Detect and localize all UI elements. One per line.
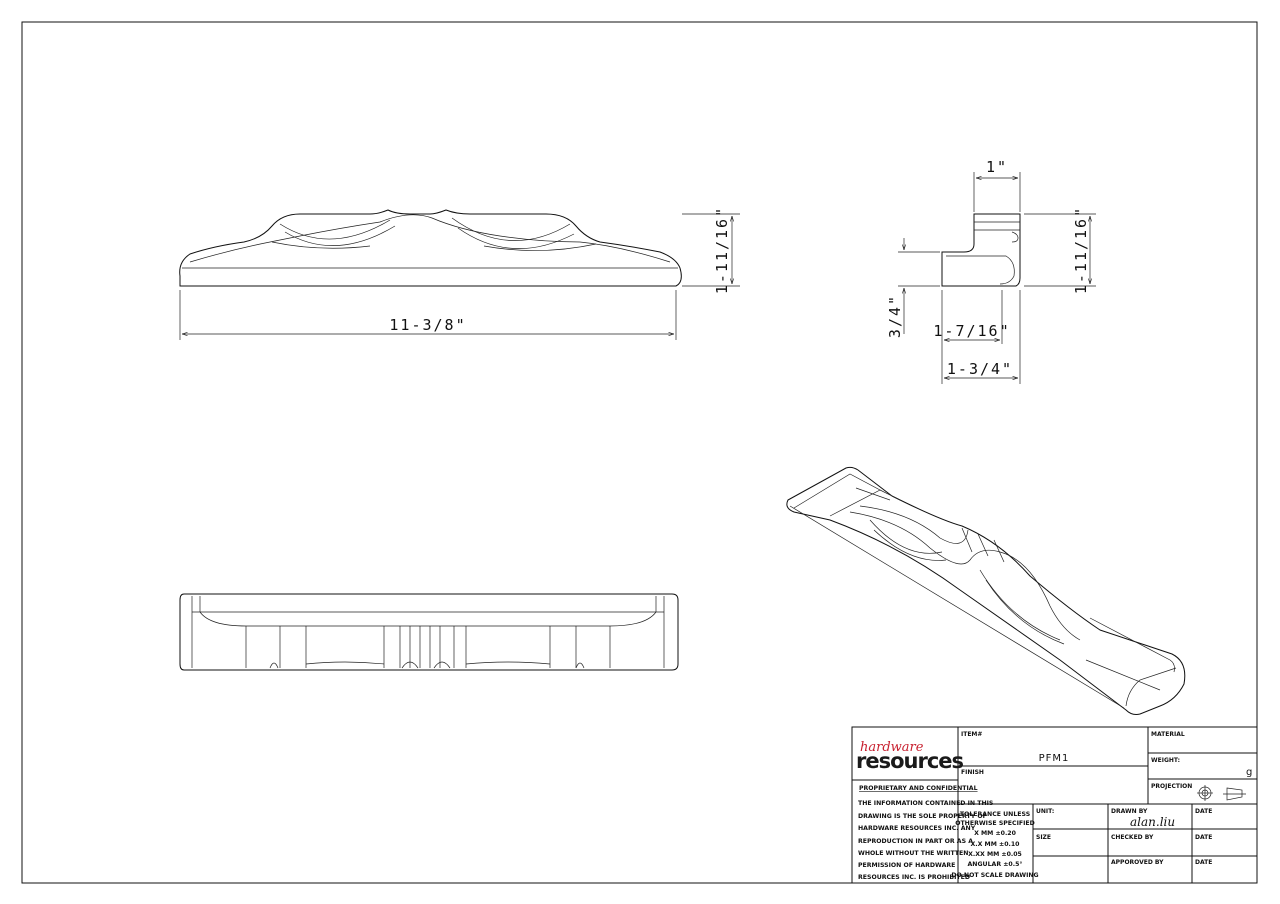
drawn-by-signature: alan.liu <box>1130 815 1175 829</box>
proprietary-heading: PROPRIETARY AND CONFIDENTIAL <box>859 785 978 792</box>
dim-side-height: 1-11/16" <box>1072 206 1090 294</box>
drawn-by-label: DRAWN BY <box>1111 808 1148 815</box>
item-value: PFM1 <box>1039 753 1070 764</box>
checked-by-label: CHECKED BY <box>1111 834 1154 841</box>
projection-label: PROJECTION <box>1151 783 1192 790</box>
tolerance-line: TOLERANCE UNLESS <box>960 811 1030 818</box>
dim-side-top-width: 1" <box>986 158 1008 176</box>
tolerance-line: OTHERWISE SPECIFIED <box>955 820 1035 827</box>
item-label: ITEM# <box>961 731 982 738</box>
front-view: 1-11/16" 11-3/8" <box>179 206 740 340</box>
finish-label: FINISH <box>961 769 984 776</box>
isometric-view <box>786 466 1186 715</box>
tolerance-line: X.X MM ±0.10 <box>971 841 1021 848</box>
dim-front-height: 1-11/16" <box>713 206 731 294</box>
proprietary-line: DRAWING IS THE SOLE PROPERTY OF <box>858 813 987 820</box>
tolerance-line: DO NOT SCALE DRAWING <box>951 872 1038 879</box>
date-label: DATE <box>1195 808 1212 815</box>
tolerance-line: X MM ±0.20 <box>974 830 1017 837</box>
tolerance-line: X.XX MM ±0.05 <box>968 851 1022 858</box>
dim-side-mid-width: 1-7/16" <box>933 322 1010 340</box>
logo-hardware: hardware <box>860 740 924 755</box>
bottom-view <box>179 593 679 671</box>
proprietary-line: HARDWARE RESOURCES INC. ANY <box>858 825 976 832</box>
date-label: DATE <box>1195 834 1212 841</box>
date-label: DATE <box>1195 859 1212 866</box>
projection-symbol-icon <box>1197 785 1246 801</box>
sheet-border <box>21 21 1258 884</box>
approved-by-label: APPOROVED BY <box>1111 859 1164 866</box>
title-block: hardware resources PROPRIETARY AND CONFI… <box>851 726 1258 884</box>
proprietary-line: PERMISSION OF HARDWARE <box>858 862 955 869</box>
proprietary-line: RESOURCES INC. IS PROHIBITED <box>858 874 970 881</box>
proprietary-line: WHOLE WITHOUT THE WRITTEN <box>858 850 968 857</box>
weight-unit: g <box>1246 767 1253 778</box>
unit-label: UNIT: <box>1036 808 1054 815</box>
weight-label: WEIGHT: <box>1151 757 1180 764</box>
tolerance-line: ANGULAR ±0.5° <box>968 860 1023 868</box>
dim-overall-length: 11-3/8" <box>389 316 466 334</box>
material-label: MATERIAL <box>1151 731 1185 738</box>
size-label: SIZE <box>1036 834 1051 841</box>
dim-side-base-width: 1-3/4" <box>947 360 1013 378</box>
proprietary-line: REPRODUCTION IN PART OR AS A <box>858 838 973 845</box>
side-view: 1" 1-11/16" 3/4" 1-7/16" 1-3/4" <box>886 158 1096 384</box>
dim-side-lower: 3/4" <box>886 294 904 338</box>
proprietary-line: THE INFORMATION CONTAINED IN THIS <box>858 800 993 807</box>
logo-resources: resources <box>856 749 964 773</box>
